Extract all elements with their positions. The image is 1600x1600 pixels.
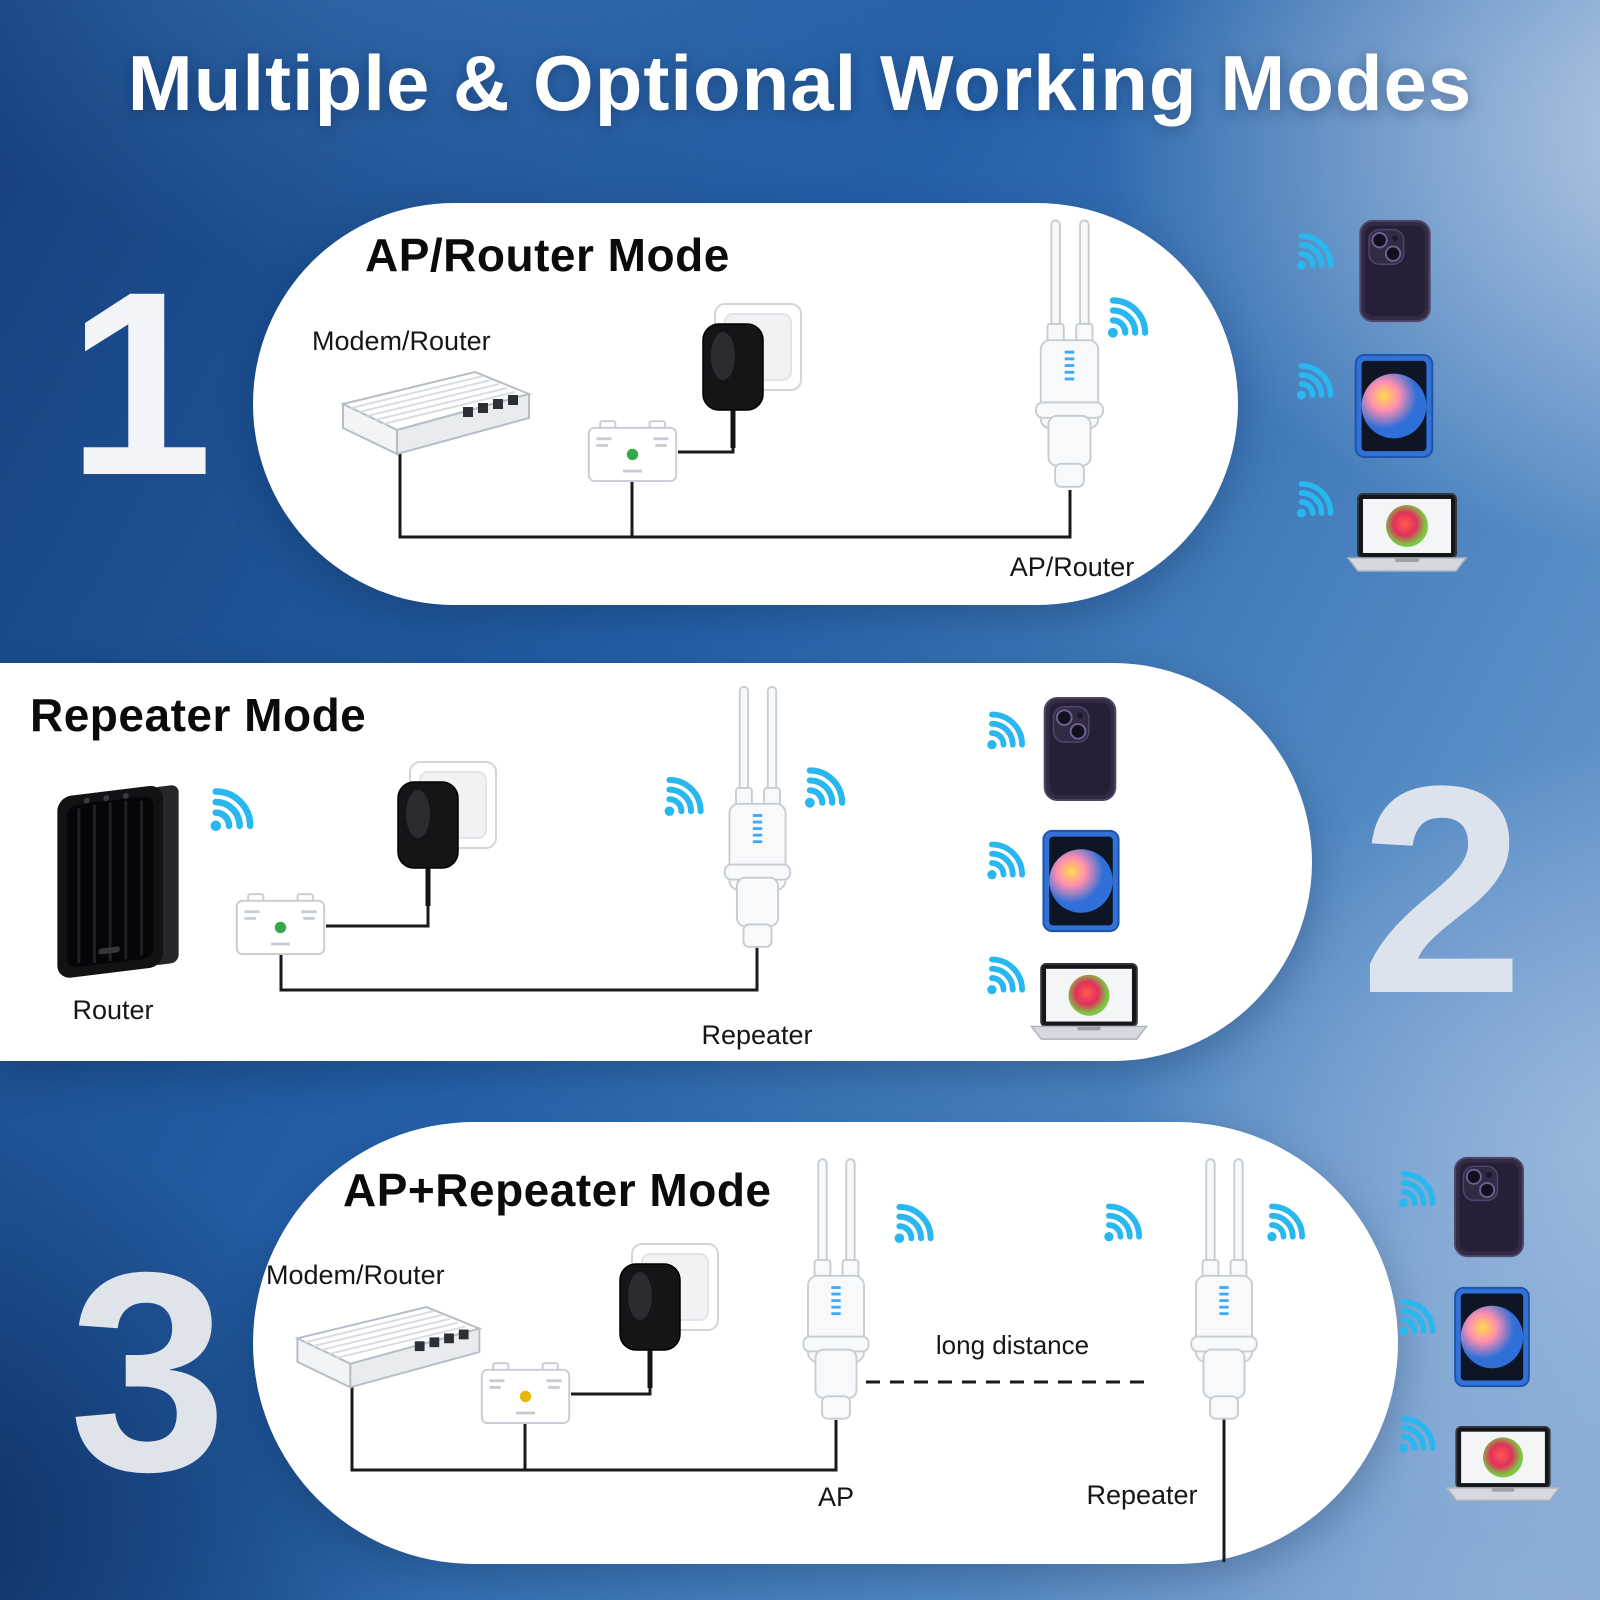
wifi-icon	[978, 830, 1036, 888]
ap-label: AP	[817, 1482, 855, 1512]
section-2-title: Repeater Mode	[30, 689, 367, 741]
wifi-icon	[655, 765, 715, 825]
modem-router-label-3: Modem/Router	[266, 1260, 445, 1290]
outdoor-ap-icon	[700, 685, 815, 975]
ap-router-label: AP/Router	[1009, 552, 1135, 582]
repeater-label: Repeater	[701, 1020, 813, 1050]
power-adapter-icon	[695, 300, 805, 450]
section-2-number: 2	[1359, 724, 1525, 1055]
wifi-icon	[1258, 1192, 1316, 1250]
wifi-icon	[1288, 470, 1344, 526]
smartphone-icon	[1355, 218, 1435, 324]
tablet-icon	[1040, 828, 1122, 934]
smartphone-icon	[1040, 695, 1120, 803]
outdoor-ap-icon	[780, 1152, 892, 1452]
router-icon	[38, 768, 198, 993]
wifi-icon	[885, 1192, 945, 1252]
modem-router-label-1: Modem/Router	[312, 326, 491, 356]
laptop-icon	[1440, 1425, 1566, 1505]
modem-router-icon	[315, 360, 545, 480]
power-adapter-icon	[390, 758, 500, 908]
outdoor-ap-icon	[1168, 1152, 1280, 1452]
wifi-icon	[1098, 285, 1160, 347]
wifi-icon	[978, 700, 1036, 758]
power-adapter-icon	[612, 1240, 722, 1390]
wifi-icon	[200, 775, 266, 841]
outdoor-ap-icon	[1012, 212, 1127, 522]
wifi-icon	[1288, 352, 1344, 408]
repeater-label-3: Repeater	[1086, 1480, 1198, 1510]
section-3-title: AP+Repeater Mode	[343, 1164, 772, 1216]
wifi-icon	[1390, 1288, 1446, 1344]
wifi-icon	[1390, 1160, 1446, 1216]
modem-router-icon	[270, 1295, 495, 1413]
wifi-icon	[1390, 1405, 1446, 1461]
wifi-icon	[1095, 1192, 1153, 1250]
wifi-icon	[1288, 222, 1344, 278]
section-1-number: 1	[67, 237, 213, 530]
main-title: Multiple & Optional Working Modes	[127, 39, 1473, 127]
wifi-icon	[978, 945, 1036, 1003]
laptop-icon	[1025, 962, 1153, 1044]
tablet-icon	[1352, 352, 1436, 460]
router-label: Router	[72, 995, 154, 1025]
section-1-title: AP/Router Mode	[365, 229, 730, 281]
poe-injector-icon	[478, 1362, 573, 1429]
poe-injector-icon	[233, 893, 328, 960]
long-distance-label: long distance	[935, 1330, 1090, 1360]
laptop-icon	[1342, 492, 1472, 576]
wifi-icon	[795, 755, 857, 817]
smartphone-icon	[1450, 1155, 1528, 1259]
poe-injector-icon	[585, 420, 680, 487]
section-3-number: 3	[69, 1214, 227, 1531]
tablet-icon	[1452, 1285, 1532, 1389]
